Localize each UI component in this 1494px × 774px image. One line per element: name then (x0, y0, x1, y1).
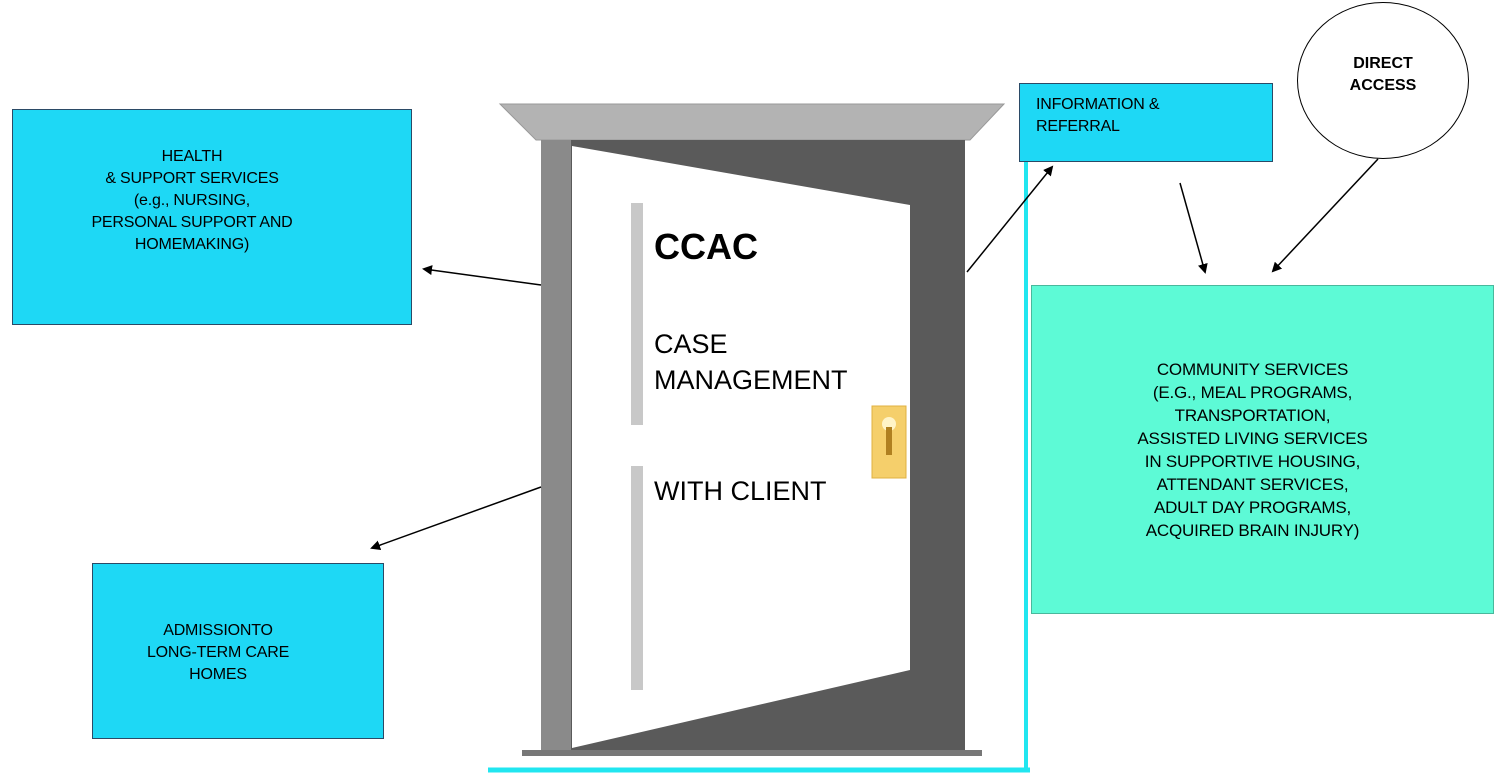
direct-access-ellipse: DIRECT ACCESS (1297, 2, 1469, 159)
door-jamb-left (541, 140, 571, 752)
health-support-services-box: HEALTH & SUPPORT SERVICES (e.g., NURSING… (12, 109, 412, 325)
health-support-services-label: HEALTH & SUPPORT SERVICES (e.g., NURSING… (91, 148, 293, 253)
with-client-label: WITH CLIENT (654, 476, 827, 506)
long-term-care-admission-label: ADMISSIONTO LONG-TERM CARE HOMES (146, 622, 290, 683)
ccac-title: CCAC (654, 226, 758, 267)
arrow-info-to-community (1179, 182, 1208, 274)
arrow-to-admission (370, 486, 542, 550)
door-molding-top (631, 203, 643, 425)
community-services-label: COMMUNITY SERVICES (E.G., MEAL PROGRAMS,… (1137, 360, 1368, 540)
long-term-care-admission-box: ADMISSIONTO LONG-TERM CARE HOMES (92, 563, 384, 739)
arrow-direct-to-community (1271, 158, 1379, 273)
information-referral-box: INFORMATION & REFERRAL (1019, 83, 1273, 162)
door-molding-bottom (631, 466, 643, 690)
community-services-box: COMMUNITY SERVICES (E.G., MEAL PROGRAMS,… (1031, 285, 1494, 614)
arrow-to-health (422, 265, 542, 286)
door-threshold (522, 750, 982, 756)
direct-access-label: DIRECT ACCESS (1349, 55, 1417, 94)
information-referral-label: INFORMATION & REFERRAL (1036, 96, 1160, 135)
door-lintel (498, 103, 1006, 141)
arrow-to-info (966, 165, 1054, 273)
door-leaf (572, 146, 910, 748)
case-management-label: CASE MANAGEMENT (654, 329, 848, 395)
